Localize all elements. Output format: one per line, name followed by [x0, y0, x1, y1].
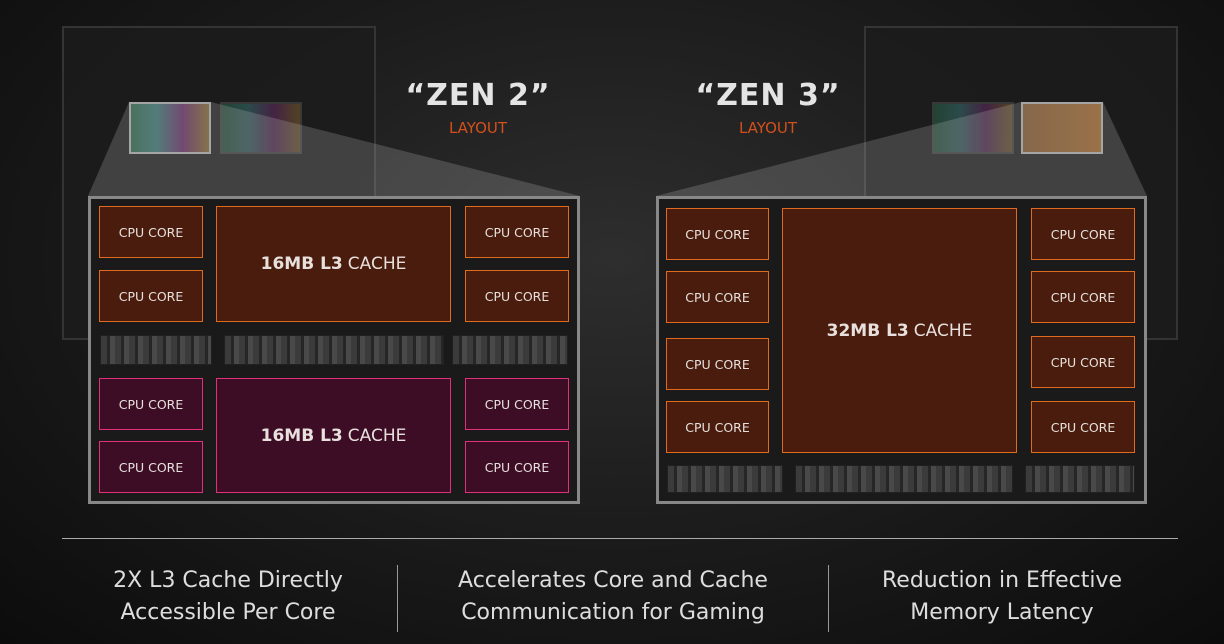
- zen2-cpu-core: CPU CORE: [99, 441, 203, 493]
- zen3-title: “ZEN 3”: [695, 78, 841, 113]
- caption-line: Accessible Per Core: [120, 600, 336, 625]
- caption-line: Reduction in Effective: [881, 568, 1122, 593]
- cache-word: CACHE: [913, 320, 973, 341]
- zen3-zoom-projection: [656, 102, 1147, 196]
- zen3-io-strip: [1025, 465, 1135, 493]
- cache-size: 16MB L3: [260, 254, 343, 274]
- zen2-zoom-projection: [88, 102, 580, 196]
- zen2-io-strip: [224, 335, 444, 365]
- zen2-subtitle: LAYOUT: [448, 119, 508, 137]
- zen3-cpu-core: CPU CORE: [666, 208, 769, 260]
- caption-line: Memory Latency: [910, 600, 1094, 625]
- zen3-io-strip: [667, 465, 783, 493]
- caption-line: 2X L3 Cache Directly: [113, 568, 343, 593]
- zen2-io-strip: [452, 335, 568, 365]
- zen2-cpu-core: CPU CORE: [465, 206, 569, 258]
- zen2-cpu-core: CPU CORE: [465, 378, 569, 430]
- zen2-cpu-core: CPU CORE: [99, 206, 203, 258]
- zen3-cpu-core: CPU CORE: [1031, 336, 1135, 388]
- zen3-ccd-highlight: [1021, 102, 1103, 154]
- zen2-cpu-core: CPU CORE: [99, 270, 203, 322]
- zen3-cpu-core: CPU CORE: [666, 271, 769, 323]
- cache-word: CACHE: [347, 254, 407, 274]
- zen3-ccd-2: [932, 102, 1014, 154]
- caption-line: Accelerates Core and Cache: [458, 568, 768, 593]
- caption-separator: [397, 565, 398, 632]
- cache-size: 32MB L3: [826, 320, 909, 341]
- zen3-cpu-core: CPU CORE: [1031, 208, 1135, 260]
- zen3-cpu-core: CPU CORE: [1031, 401, 1135, 453]
- divider-line: [62, 538, 1178, 539]
- zen2-cpu-core: CPU CORE: [465, 270, 569, 322]
- zen2-io-strip: [100, 335, 212, 365]
- zen2-title: “ZEN 2”: [405, 78, 551, 113]
- caption-line: Communication for Gaming: [461, 600, 765, 625]
- zen3-cpu-core: CPU CORE: [666, 338, 769, 390]
- zen2-cpu-core: CPU CORE: [99, 378, 203, 430]
- zen3-cpu-core: CPU CORE: [1031, 271, 1135, 323]
- cache-size: 16MB L3: [260, 425, 343, 446]
- caption-separator: [828, 565, 829, 632]
- zen3-subtitle: LAYOUT: [738, 119, 798, 137]
- zen2-ccd-2: [220, 102, 302, 154]
- zen2-ccd-highlight: [129, 102, 211, 154]
- cache-word: CACHE: [347, 425, 407, 446]
- zen2-cpu-core: CPU CORE: [465, 441, 569, 493]
- zen3-cpu-core: CPU CORE: [666, 401, 769, 453]
- zen3-io-strip: [795, 465, 1013, 493]
